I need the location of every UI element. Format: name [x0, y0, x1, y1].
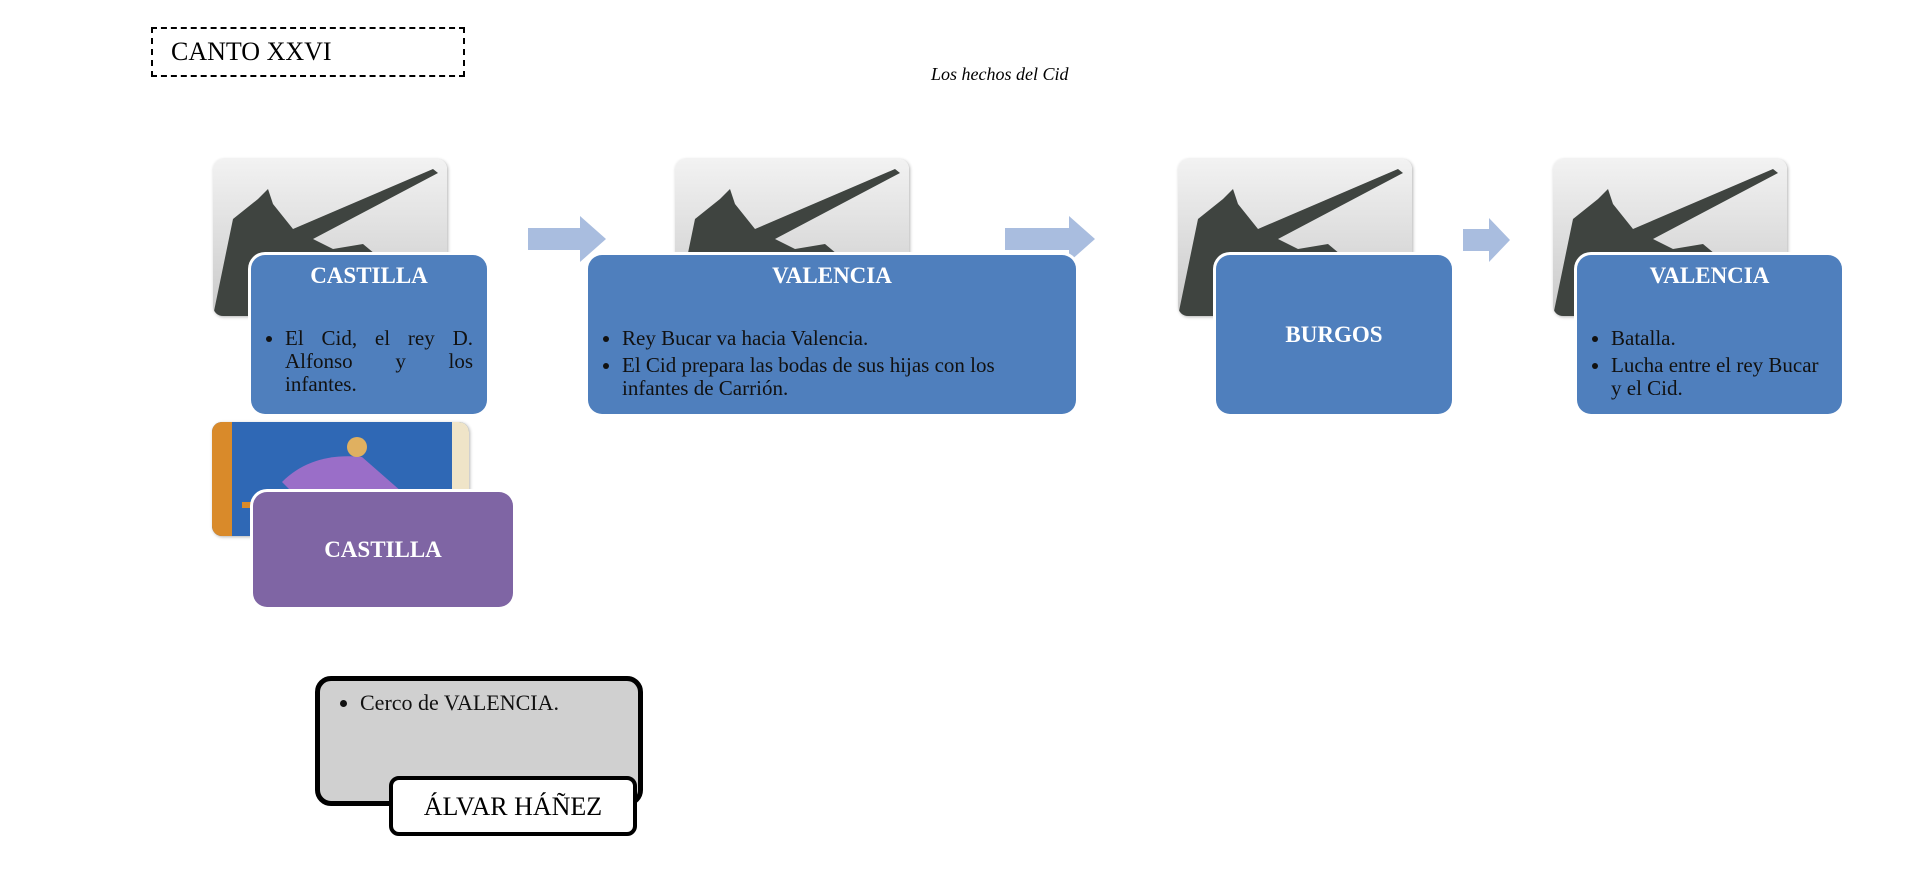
step-title: CASTILLA	[310, 263, 428, 288]
secondary-castilla: CASTILLA	[253, 492, 513, 607]
arrow-icon	[528, 216, 606, 262]
secondary-title: CASTILLA	[324, 536, 442, 562]
step-title: BURGOS	[1285, 321, 1383, 347]
note-bullet: Cerco de VALENCIA.	[360, 690, 618, 715]
step-bullet: Batalla.	[1611, 326, 1828, 350]
note-label: ÁLVAR HÁÑEZ	[389, 776, 637, 836]
subtitle: Los hechos del Cid	[931, 64, 1069, 84]
step-valencia: VALENCIA Rey Bucar va hacia Valencia. El …	[588, 255, 1076, 414]
canto-text: CANTO XXVI	[171, 37, 332, 66]
step-title: VALENCIA	[772, 263, 892, 288]
canto-label: CANTO XXVI	[151, 27, 465, 77]
arrow-icon	[1005, 216, 1095, 262]
step-bullet: El Cid, el rey D. Alfonso y los infantes…	[285, 326, 473, 396]
step-bullet: El Cid prepara las bodas de sus hijas co…	[622, 353, 1062, 400]
arrow-icon	[1463, 218, 1510, 262]
step-bullet: Rey Bucar va hacia Valencia.	[622, 326, 1062, 350]
step-title: VALENCIA	[1649, 263, 1770, 288]
step-valencia-battle: VALENCIA Batalla. Lucha entre el rey Buca…	[1577, 255, 1842, 414]
step-castilla: CASTILLA El Cid, el rey D. Alfonso y los…	[251, 255, 487, 414]
step-bullet: Lucha entre el rey Bucar y el Cid.	[1611, 353, 1828, 400]
step-burgos: BURGOS	[1216, 255, 1452, 414]
